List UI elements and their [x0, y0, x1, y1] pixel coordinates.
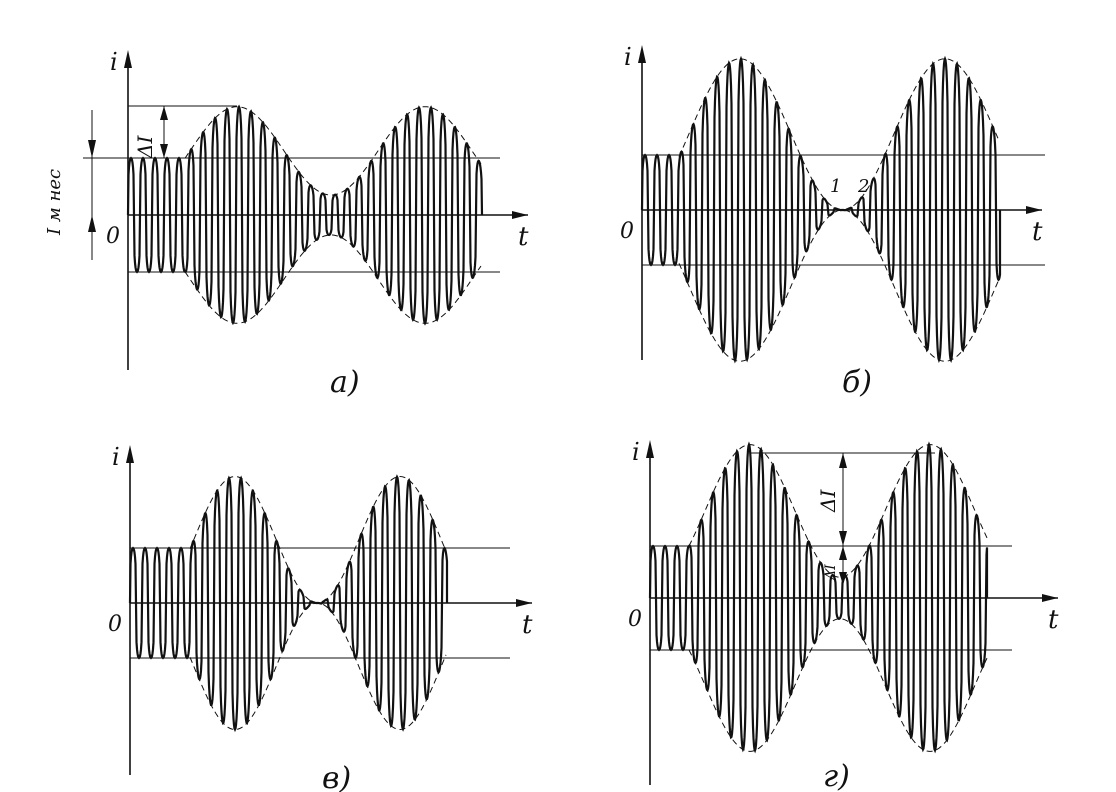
modulated-current-waveform	[648, 441, 989, 754]
time-axis-label: t	[522, 610, 533, 640]
x-axis-arrow	[1042, 594, 1058, 602]
current-axis-label: i	[624, 43, 632, 71]
delta-i-arrows	[839, 453, 847, 585]
delta-i-small-label: ΔI	[823, 564, 839, 581]
current-axis-label: i	[112, 443, 120, 471]
origin-label: 0	[106, 224, 120, 249]
panel-g	[646, 440, 1058, 785]
modulated-current-waveform	[640, 55, 1002, 364]
modulated-current-waveform	[126, 104, 484, 326]
time-axis-label: t	[1048, 605, 1059, 635]
y-axis-arrow	[638, 45, 646, 63]
envelope-lower	[184, 234, 482, 324]
point-1-label: 1	[830, 176, 841, 197]
panel-b	[638, 45, 1045, 364]
carrier-amplitude-label: I м нес	[44, 169, 65, 236]
delta-i-label: ΔI	[133, 135, 157, 159]
point-2-label: 2	[857, 176, 869, 197]
time-axis-label: t	[518, 222, 529, 252]
origin-label: 0	[620, 219, 634, 244]
y-axis-arrow	[126, 445, 134, 463]
envelope-lower	[678, 209, 1000, 362]
envelope-upper	[184, 106, 482, 196]
current-axis-label: i	[110, 48, 118, 76]
panel-caption: а)	[330, 365, 360, 400]
panel-caption: г)	[823, 759, 850, 792]
envelope-upper	[688, 444, 988, 578]
modulated-current-waveform	[128, 474, 449, 733]
x-axis-arrow	[1026, 206, 1042, 214]
x-axis-arrow	[512, 211, 528, 219]
current-axis-label: i	[632, 438, 640, 466]
time-axis-label: t	[1032, 217, 1043, 247]
y-axis-arrow	[124, 50, 132, 68]
panel-a	[83, 50, 528, 370]
envelope-lower	[189, 602, 447, 731]
y-axis-arrow	[646, 440, 654, 458]
panel-caption: б)	[842, 365, 872, 400]
origin-label: 0	[628, 607, 642, 632]
delta-i-arrows	[160, 106, 168, 158]
x-axis-arrow	[516, 599, 532, 607]
panel-v	[126, 445, 532, 775]
origin-label: 0	[108, 612, 122, 637]
panel-caption: в)	[322, 761, 351, 792]
delta-i-label: ΔI	[816, 489, 840, 513]
